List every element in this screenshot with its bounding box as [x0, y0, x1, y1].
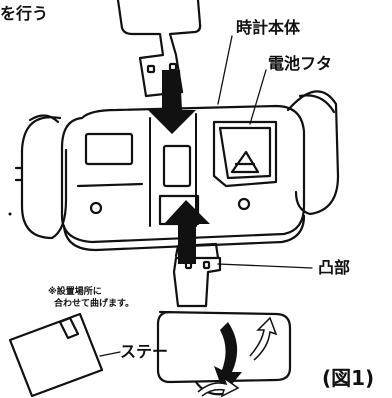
left-stand	[14, 114, 68, 240]
dot-mark	[8, 212, 12, 216]
curl-arrows	[197, 316, 278, 398]
stay-card	[8, 312, 104, 398]
clock-body	[60, 104, 306, 252]
bend-arrow-down	[214, 322, 242, 394]
note-line-2: 合わせて曲げます。	[54, 299, 135, 309]
left-display	[84, 132, 134, 166]
right-stand	[286, 90, 340, 216]
leader-lines	[99, 35, 313, 357]
label-clock-body: 時計本体	[236, 18, 301, 37]
figure-reference: (図1)	[322, 366, 375, 390]
up-arrow	[164, 200, 210, 264]
label-battery-cover: 電池フタ	[268, 54, 333, 73]
label-stay: ステー	[120, 342, 169, 361]
instruction-text-fragment: を行う	[0, 4, 49, 23]
down-arrow	[148, 70, 196, 134]
label-protrusion: 凸部	[318, 258, 351, 277]
upper-stay	[116, 0, 202, 98]
arrows	[148, 70, 242, 394]
center-slot	[162, 144, 192, 188]
note-line-1: ※設置場所に	[48, 287, 102, 297]
battery-cover-drawing	[212, 120, 278, 188]
lower-stay	[156, 242, 292, 396]
